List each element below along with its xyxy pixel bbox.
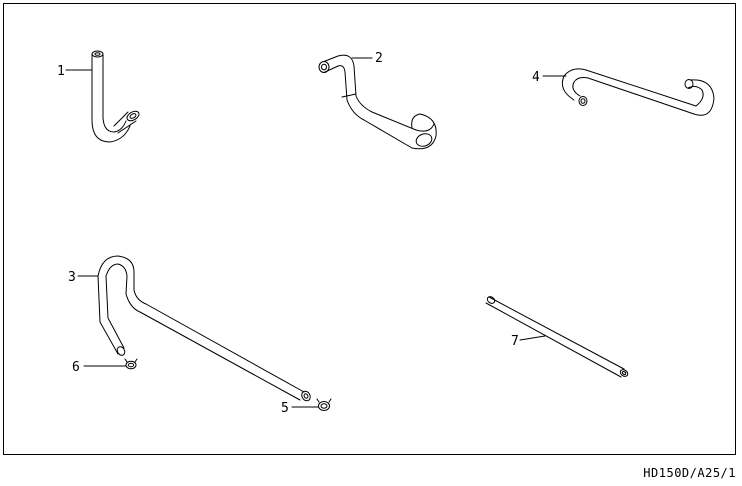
- callout-3: 3: [68, 270, 76, 285]
- clamp-5[interactable]: [316, 398, 332, 411]
- callout-1: 1: [57, 64, 65, 79]
- hose-2[interactable]: [318, 54, 437, 150]
- leader-7: [519, 335, 546, 341]
- callout-2: 2: [375, 51, 383, 66]
- clamp-6[interactable]: [124, 358, 138, 370]
- hose-1[interactable]: [91, 50, 141, 143]
- diagram-frame: [3, 3, 736, 455]
- drawing-reference-code: HD150D/A25/1: [643, 466, 736, 480]
- callout-7: 7: [511, 334, 519, 349]
- tube-7[interactable]: [485, 295, 629, 378]
- callout-6: 6: [72, 360, 80, 375]
- leader-lines: [65, 57, 567, 408]
- hose-4[interactable]: [561, 68, 715, 116]
- callout-4: 4: [532, 70, 540, 85]
- callout-5: 5: [281, 401, 289, 416]
- hose-3[interactable]: [97, 255, 312, 402]
